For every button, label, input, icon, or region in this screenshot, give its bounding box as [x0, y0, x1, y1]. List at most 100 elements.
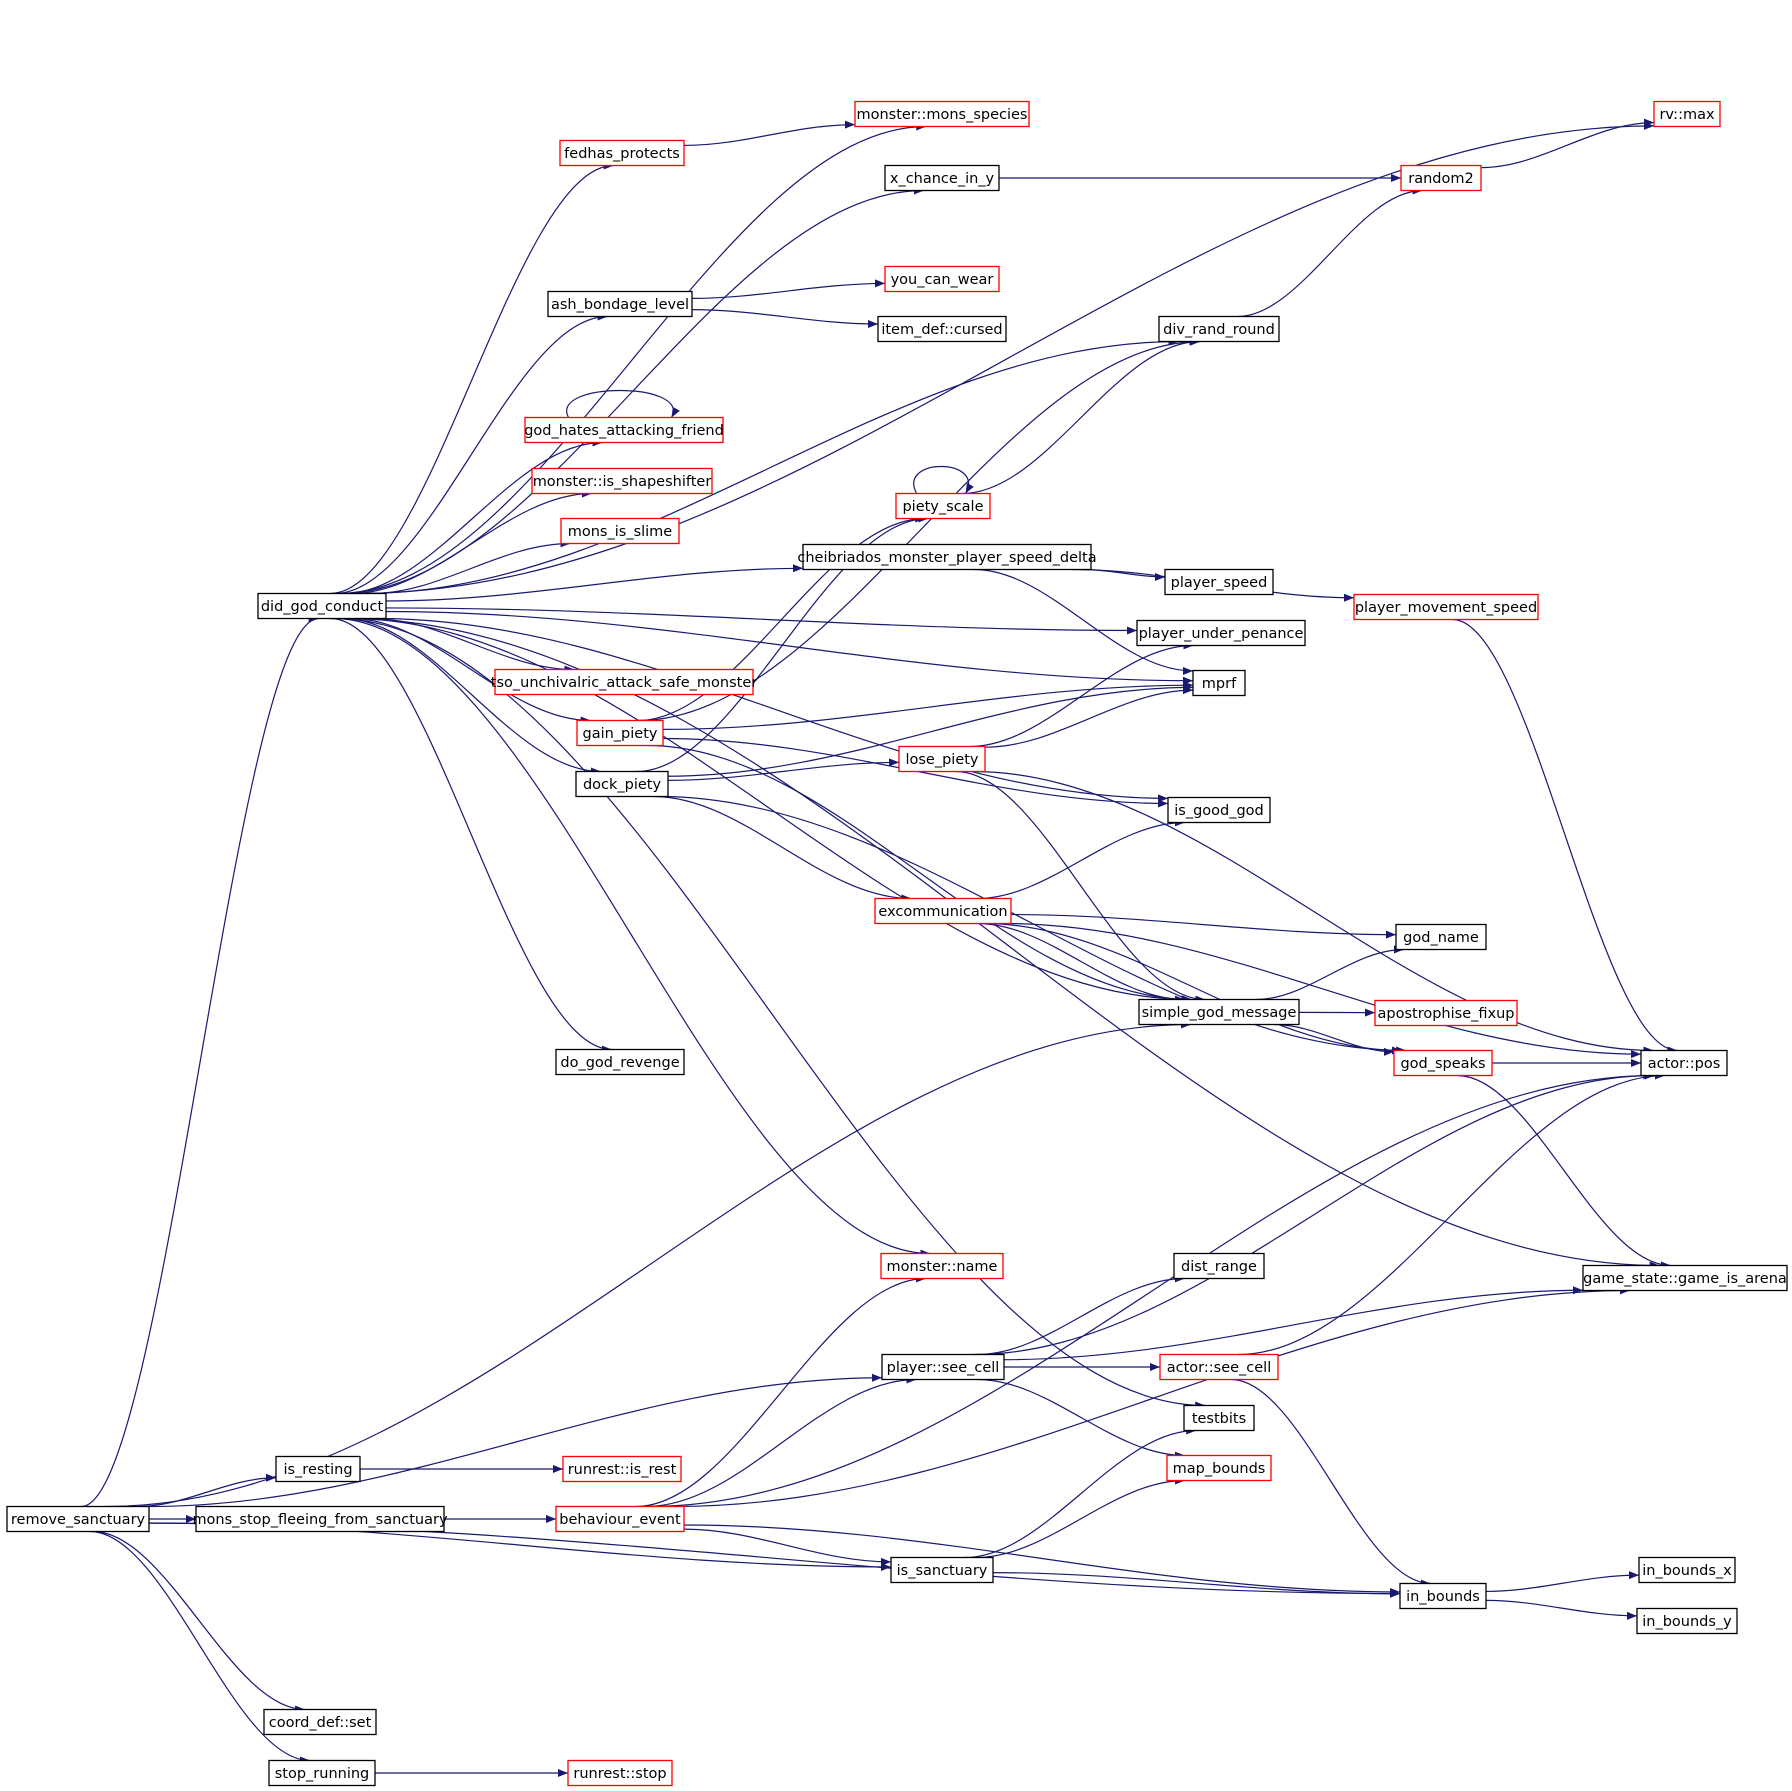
edge-did-god-conduct-to-rv-max [356, 121, 1655, 595]
node-in-bounds-x[interactable]: in_bounds_x [1638, 1556, 1736, 1584]
node-box [1159, 1353, 1279, 1381]
node-is-sanctuary[interactable]: is_sanctuary [890, 1556, 994, 1584]
node-behaviour-event[interactable]: behaviour_event [555, 1505, 685, 1533]
node-fedhas-protects[interactable]: fedhas_protects [559, 139, 685, 167]
node-player-movement-speed[interactable]: player_movement_speed [1353, 593, 1539, 621]
node-god-hates-attacking-friend[interactable]: god_hates_attacking_friend [524, 416, 724, 444]
edge-fedhas-protects-to-monster-mons-species [683, 120, 856, 147]
node-box [854, 100, 1030, 128]
node-box [1653, 100, 1721, 128]
node-monster-is-shapeshifter[interactable]: monster::is_shapeshifter [531, 467, 713, 495]
node-ash-bondage-level[interactable]: ash_bondage_level [547, 290, 693, 318]
node-testbits[interactable]: testbits [1183, 1404, 1255, 1432]
node-actor-pos[interactable]: actor::pos [1640, 1049, 1728, 1077]
node-in-bounds-y[interactable]: in_bounds_y [1636, 1607, 1738, 1635]
node-tso-unchivalric-attack-safe-monster[interactable]: tso_unchivalric_attack_safe_monster [491, 668, 757, 696]
edge-god-hates-attacking-friend-to-god-hates-attacking-friend [566, 389, 680, 418]
node-box [562, 1455, 682, 1483]
node-monster-name[interactable]: monster::name [880, 1252, 1004, 1280]
node-label: monster::mons_species [857, 107, 1028, 123]
node-label: monster::is_shapeshifter [533, 474, 712, 490]
node-box [1183, 1404, 1255, 1432]
node-is-good-god[interactable]: is_good_god [1167, 796, 1271, 824]
edge-did-god-conduct-to-monster-name [333, 617, 931, 1258]
node-excommunication[interactable]: excommunication [874, 897, 1012, 925]
node-did-god-conduct[interactable]: did_god_conduct [257, 592, 387, 620]
node-x-chance-in-y[interactable]: x_chance_in_y [884, 164, 1000, 192]
node-do-god-revenge[interactable]: do_god_revenge [555, 1048, 685, 1076]
edge-piety-scale-to-piety-scale [913, 465, 974, 494]
node-box [531, 467, 713, 495]
node-label: player_movement_speed [1355, 600, 1537, 616]
node-remove-sanctuary[interactable]: remove_sanctuary [6, 1505, 150, 1533]
edge-player-movement-speed-to-actor-pos [1452, 618, 1678, 1055]
node-label: player_speed [1171, 575, 1268, 591]
node-label: excommunication [878, 904, 1007, 920]
node-apostrophise-fixup[interactable]: apostrophise_fixup [1374, 999, 1518, 1027]
node-box [268, 1759, 376, 1787]
node-box [1158, 315, 1280, 343]
edge-simple-god-message-to-god-speaks [1273, 1023, 1395, 1056]
node-mprf[interactable]: mprf [1192, 669, 1246, 697]
edge-behaviour-event-to-is-sanctuary [683, 1528, 892, 1566]
edge-player-see-cell-to-map-bounds [977, 1378, 1185, 1460]
node-label: stop_running [275, 1766, 370, 1782]
node-box [881, 1353, 1005, 1381]
node-player-speed[interactable]: player_speed [1164, 568, 1274, 596]
node-box [802, 543, 1092, 571]
node-cheibriados-monster-player-speed-delta[interactable]: cheibriados_monster_player_speed_delta [797, 543, 1097, 571]
node-monster-mons-species[interactable]: monster::mons_species [854, 100, 1030, 128]
node-player-under-penance[interactable]: player_under_penance [1136, 619, 1306, 647]
edge-in-bounds-to-in-bounds-y [1485, 1599, 1638, 1620]
node-label: behaviour_event [559, 1512, 681, 1528]
node-you-can-wear[interactable]: you_can_wear [884, 265, 1000, 293]
node-box [1192, 669, 1246, 697]
edge-did-god-conduct-to-tso-unchivalric-attack-safe-monster [371, 617, 575, 674]
node-box [567, 1759, 673, 1787]
edge-excommunication-to-god-speaks [984, 922, 1402, 1055]
node-label: item_def::cursed [881, 322, 1002, 338]
node-box [257, 592, 387, 620]
edge-actor-see-cell-to-actor-pos [1238, 1071, 1665, 1356]
node-map-bounds[interactable]: map_bounds [1166, 1454, 1272, 1482]
node-in-bounds[interactable]: in_bounds [1399, 1582, 1487, 1610]
node-runrest-stop[interactable]: runrest::stop [567, 1759, 673, 1787]
node-actor-see-cell[interactable]: actor::see_cell [1159, 1353, 1279, 1381]
node-label: tso_unchivalric_attack_safe_monster [491, 675, 757, 691]
edge-behaviour-event-to-actor-pos [649, 1071, 1655, 1508]
edge-gain-piety-to-mprf [662, 681, 1194, 731]
node-is-resting[interactable]: is_resting [275, 1455, 361, 1483]
node-mons-is-slime[interactable]: mons_is_slime [560, 517, 680, 545]
node-label: player_under_penance [1139, 626, 1304, 642]
node-random2[interactable]: random2 [1400, 164, 1482, 192]
node-box [1399, 1582, 1487, 1610]
node-god-name[interactable]: god_name [1395, 923, 1487, 951]
node-stop-running[interactable]: stop_running [268, 1759, 376, 1787]
node-item-def-cursed[interactable]: item_def::cursed [877, 315, 1007, 343]
node-lose-piety[interactable]: lose_piety [898, 745, 986, 773]
node-rv-max[interactable]: rv::max [1653, 100, 1721, 128]
node-runrest-is-rest[interactable]: runrest::is_rest [562, 1455, 682, 1483]
node-dock-piety[interactable]: dock_piety [575, 770, 669, 798]
node-god-speaks[interactable]: god_speaks [1393, 1049, 1493, 1077]
node-simple-god-message[interactable]: simple_god_message [1138, 998, 1300, 1026]
node-coord-def-set[interactable]: coord_def::set [263, 1708, 377, 1736]
node-piety-scale[interactable]: piety_scale [895, 492, 991, 520]
edge-lose-piety-to-simple-god-message [955, 770, 1206, 1004]
node-box [263, 1708, 377, 1736]
node-box [1167, 796, 1271, 824]
edge-did-god-conduct-to-player-under-penance [385, 607, 1138, 635]
node-dist-range[interactable]: dist_range [1173, 1252, 1265, 1280]
edge-remove-sanctuary-to-player-see-cell [148, 1373, 883, 1508]
node-label: ash_bondage_level [551, 297, 689, 313]
edge-lose-piety-to-mprf [984, 686, 1194, 748]
node-box [1136, 619, 1306, 647]
node-label: piety_scale [902, 499, 983, 515]
edge-random2-to-rv-max [1480, 118, 1655, 169]
node-mons-stop-fleeing-from-sanctuary[interactable]: mons_stop_fleeing_from_sanctuary [192, 1505, 448, 1533]
node-gain-piety[interactable]: gain_piety [576, 719, 664, 747]
node-player-see-cell[interactable]: player::see_cell [881, 1353, 1005, 1381]
node-game-state-game-is-arena[interactable]: game_state::game_is_arena [1582, 1264, 1788, 1292]
edge-lose-piety-to-player-under-penance [969, 641, 1194, 748]
node-div-rand-round[interactable]: div_rand_round [1158, 315, 1280, 343]
